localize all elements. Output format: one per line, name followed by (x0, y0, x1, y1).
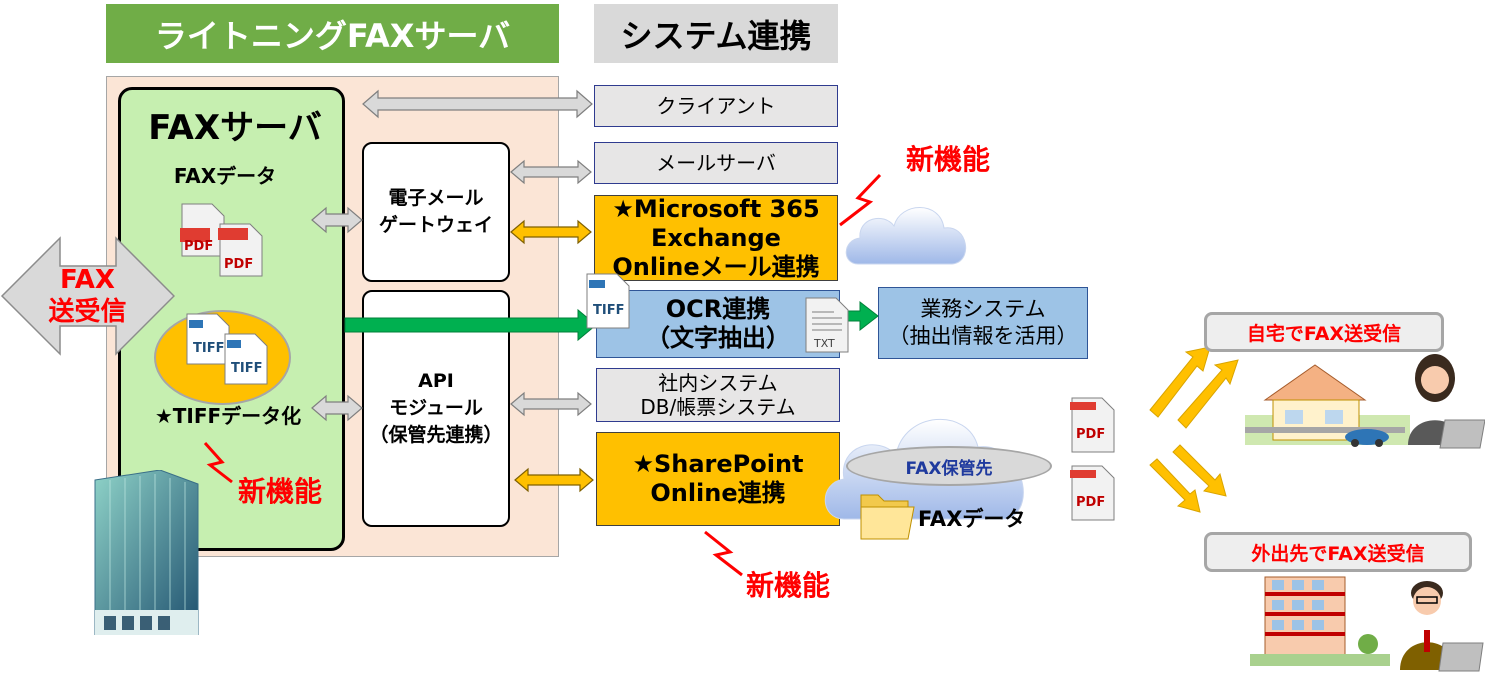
arrow-tiff-api (311, 394, 363, 422)
fax-sendrecv-arrow (0, 236, 175, 356)
tiff-conversion-label: ★TIFFデータ化 (154, 404, 302, 428)
arrow-api-internal (510, 391, 592, 417)
txt-icon: TXT (805, 297, 849, 353)
arrow-remote-up-2 (1172, 444, 1227, 497)
new-feature-label-server: 新機能 (238, 475, 323, 508)
arrow-api-sharepoint (514, 467, 594, 493)
building-icon (94, 470, 199, 635)
svg-text:TXT: TXT (813, 337, 835, 350)
server-pdf-icons: PDF PDF (180, 203, 263, 277)
svg-text:PDF: PDF (224, 257, 253, 272)
arrow-remote-down-2 (1149, 458, 1201, 513)
arrow-gateway-ms365 (510, 219, 592, 245)
lightning-mark-icon (203, 441, 233, 484)
sharepoint-integration-box: ★SharePoint Online連携 (596, 432, 840, 526)
svg-text:TIFF: TIFF (593, 303, 624, 318)
man-user-icon (1400, 581, 1484, 672)
lightning-fax-server-header: ライトニングFAXサーバ (106, 4, 559, 63)
internal-system-box: 社内システム DB/帳票システム (596, 368, 840, 422)
cloud-icon (845, 207, 967, 265)
tiff-icon: TIFF (224, 333, 268, 385)
arrow-ocr-business (847, 300, 879, 332)
lightning-mark-icon (839, 173, 882, 227)
away-fax-label: 外出先でFAX送受信 (1204, 532, 1472, 572)
folder-icon (860, 494, 915, 540)
lightning-mark-icon (704, 530, 743, 577)
svg-text:PDF: PDF (1076, 495, 1105, 510)
server-tiff-icons: TIFF TIFF (186, 313, 268, 385)
new-feature-label-sharepoint: 新機能 (746, 569, 831, 602)
svg-text:PDF: PDF (1076, 427, 1105, 442)
woman-user-icon (1408, 354, 1485, 449)
ms365-integration-box: ★Microsoft 365 Exchange Onlineメール連携 (594, 195, 838, 281)
tiff-icon: TIFF (586, 273, 630, 329)
pdf-icon: PDF (1070, 397, 1115, 453)
pdf-icon: PDF (1070, 465, 1115, 521)
arrow-gateway-mail (510, 159, 592, 185)
svg-text:TIFF: TIFF (193, 341, 224, 356)
house-icon (1245, 364, 1410, 447)
fax-data-label: FAXデータ (173, 164, 277, 188)
new-feature-label-ms365: 新機能 (906, 143, 991, 176)
svg-text:PDF: PDF (184, 239, 213, 254)
email-gateway-box: 電子メール ゲートウェイ (362, 142, 510, 282)
business-system-box: 業務システム （抽出情報を活用） (878, 287, 1088, 359)
arrow-server-gateway (311, 206, 363, 234)
apartment-icon (1250, 576, 1390, 666)
fax-server-title: FAXサーバ (148, 108, 322, 148)
svg-text:TIFF: TIFF (231, 361, 262, 376)
mail-server-box: メールサーバ (594, 142, 838, 184)
arrow-remote-up-1 (1149, 346, 1211, 418)
arrow-remote-down-1 (1177, 359, 1239, 429)
home-fax-label: 自宅でFAX送受信 (1204, 312, 1444, 352)
fax-storage-oval: FAX保管先 (846, 446, 1052, 486)
fax-sendrecv-label: FAX 送受信 (48, 265, 127, 327)
system-integration-header: システム連携 (594, 4, 838, 63)
fax-data-folder-label: FAXデータ (918, 507, 1026, 531)
arrow-server-ocr (344, 308, 597, 342)
arrow-server-client (362, 89, 593, 119)
client-box: クライアント (594, 85, 838, 127)
pdf-icon: PDF (218, 223, 263, 277)
tiff-icon: TIFF (186, 313, 230, 365)
